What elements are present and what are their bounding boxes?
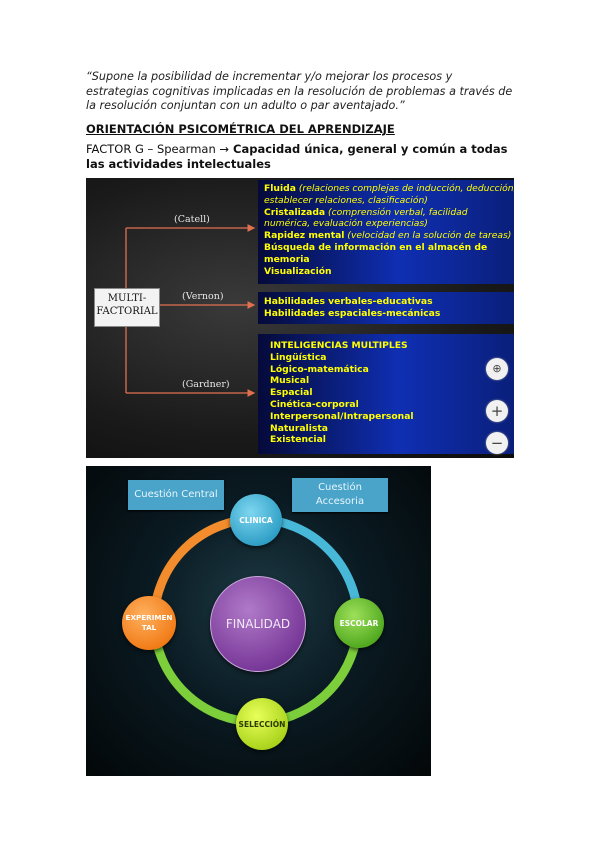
finalidad-label: FINALIDAD (225, 617, 291, 631)
tag-cuestion-central: Cuestión Central (128, 480, 224, 510)
fluida-note: (relaciones complejas de inducción, dedu… (295, 183, 514, 194)
gardner-item: Existencial (270, 434, 326, 446)
quote-paragraph: “Supone la posibilidad de incrementar y/… (86, 70, 513, 112)
fluida-note-2: establecer relaciones, clasificación) (264, 194, 428, 206)
finalidad-slide: Cuestión Central Cuestión Accesoria FINA… (86, 466, 431, 776)
multifactorial-slide: MULTI- FACTORIAL (Catell) (Vernon) (Gard… (86, 178, 514, 458)
fit-view-button[interactable]: ⊕ (486, 358, 508, 380)
tag-cuestion-accesoria: Cuestión Accesoria (292, 478, 388, 512)
gardner-item: Interpersonal/Intrapersonal (270, 410, 414, 422)
seleccion-label: SELECCIÓN (238, 719, 286, 729)
experimental-label: EXPERIMEN TAL (125, 613, 173, 632)
catell-panel: Fluida (relaciones complejas de inducció… (258, 180, 514, 284)
vernon-item: Habilidades verbales-educativas (264, 296, 433, 307)
node-seleccion: SELECCIÓN (236, 698, 288, 750)
factor-prefix: FACTOR G – Spearman (86, 142, 220, 156)
vernon-panel: Habilidades verbales-educativas Habilida… (258, 292, 514, 324)
busqueda-label-2: memoria (264, 253, 310, 265)
factor-g-line: FACTOR G – Spearman → Capacidad única, g… (86, 142, 516, 171)
cristalizada-label: Cristalizada (264, 206, 326, 218)
gardner-title: INTELIGENCIAS MULTIPLES (270, 340, 408, 351)
fluida-label: Fluida (264, 183, 296, 194)
gardner-item: Lingüística (270, 351, 327, 363)
clinica-label: CLINICA (239, 515, 273, 525)
zoom-in-button[interactable]: + (486, 400, 508, 422)
vernon-item: Habilidades espaciales-mecánicas (264, 307, 441, 319)
section-heading: ORIENTACIÓN PSICOMÉTRICA DEL APRENDIZAJE (86, 122, 395, 136)
rapidez-label: Rapidez mental (264, 230, 345, 242)
gardner-panel: INTELIGENCIAS MULTIPLES Lingüística Lógi… (258, 334, 514, 454)
gardner-item: Lógico-matemática (270, 363, 369, 375)
zoom-out-button[interactable]: − (486, 432, 508, 454)
busqueda-label: Búsqueda de información en el almacén de (264, 241, 488, 253)
escolar-label: ESCOLAR (339, 618, 379, 628)
multifactorial-label: MULTI- FACTORIAL (96, 293, 158, 317)
branch-label-catell: (Catell) (174, 214, 210, 225)
arrow-icon: → (219, 142, 230, 156)
visualizacion-label: Visualización (264, 265, 332, 277)
gardner-item: Naturalista (270, 422, 328, 434)
node-experimental: EXPERIMEN TAL (122, 596, 176, 650)
rapidez-note: (velocidad en la solución de tareas) (344, 230, 512, 242)
cristalizada-note-2: numérica, evaluación experiencias) (264, 218, 428, 230)
gardner-item: Espacial (270, 387, 313, 399)
gardner-item: Cinética-corporal (270, 398, 359, 410)
branch-label-vernon: (Vernon) (182, 291, 224, 302)
finalidad-circle: FINALIDAD (210, 576, 306, 672)
node-escolar: ESCOLAR (334, 598, 384, 648)
multifactorial-box: MULTI- FACTORIAL (94, 288, 160, 327)
gardner-item: Musical (270, 375, 310, 387)
branch-label-gardner: (Gardner) (182, 379, 230, 390)
cristalizada-note: (comprensión verbal, facilidad (325, 206, 468, 218)
factor-definition: Capacidad única, general y común a todas… (86, 142, 508, 171)
node-clinica: CLINICA (230, 494, 282, 546)
